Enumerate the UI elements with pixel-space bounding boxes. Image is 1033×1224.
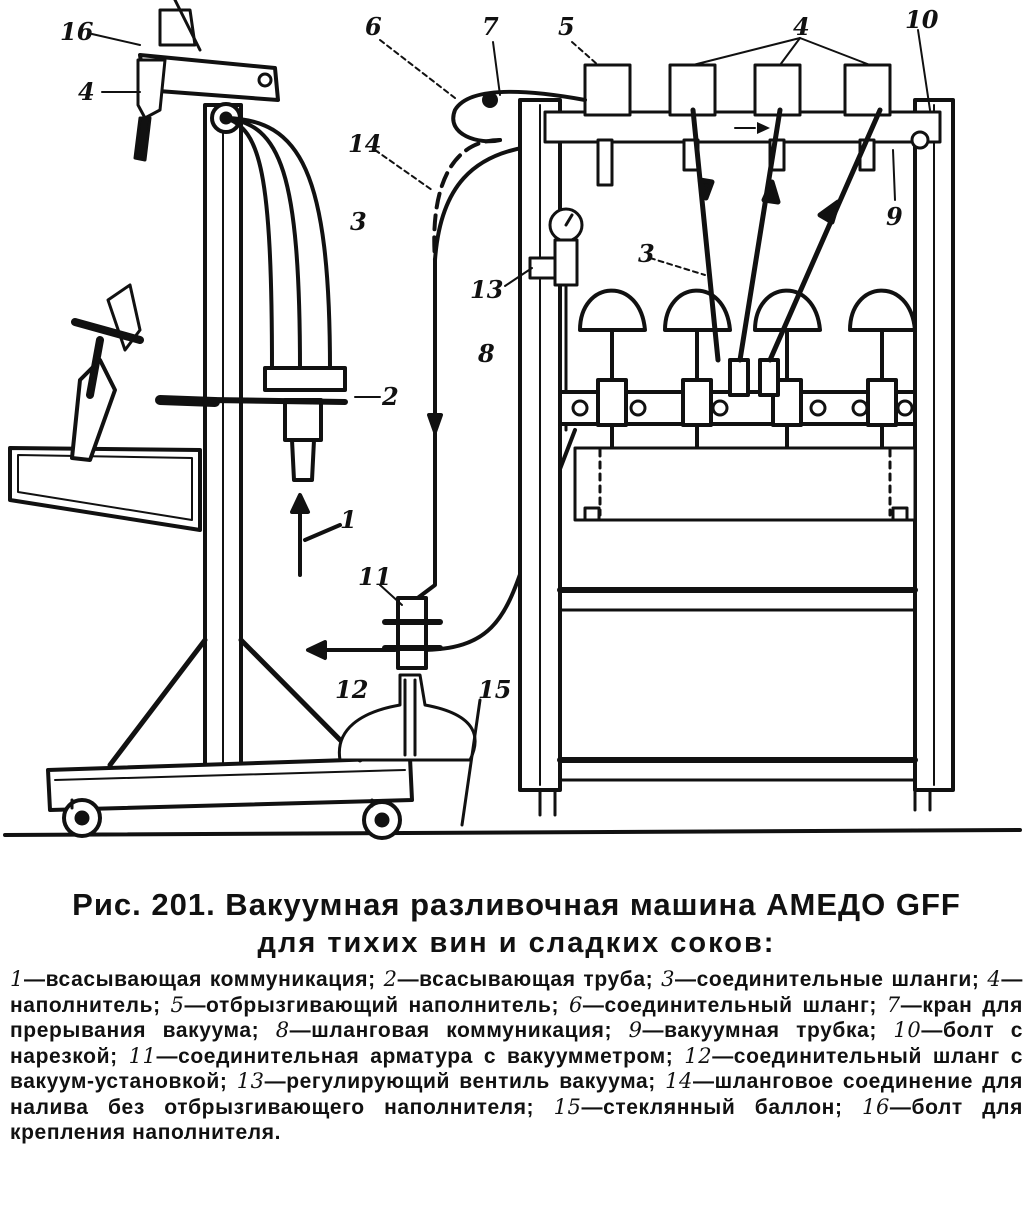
top-arm [133,0,280,162]
legend-item: 14—шланговое соединение для налива без о… [10,1069,1023,1119]
bottle-tray [8,395,220,532]
part-labels: 16 4 6 7 5 4 10 14 3 3 9 13 8 2 1 11 12 … [60,5,939,704]
label-6: 6 [365,12,382,41]
legend-item: 16—болт для крепления наполнителя. [10,1094,1023,1145]
label-16: 16 [60,17,94,46]
legend-item-number: 10 [893,1018,922,1042]
floor-line [3,828,1022,837]
label-3-right: 3 [638,239,655,268]
label-2: 2 [381,382,399,411]
legend-item-text: —соединительный шланг; [582,993,887,1017]
legend-item: 12—соединительный шланг с вакуум-установ… [10,1043,1023,1094]
legend-item-number: 2 [383,967,398,991]
legend-item-number: 12 [684,1043,713,1068]
legend-item-text: —всасывающая труба; [397,968,662,991]
legend-item-number: 6 [568,992,583,1017]
hose-lines [306,138,577,670]
legend-item: 10—болт с нарезкой; [10,1018,1023,1068]
label-4-right: 4 [793,12,810,41]
legend-item: 13—регулирующий вентиль вакуума; [236,1069,666,1093]
legend-item-text: —вакуумная трубка; [642,1019,894,1042]
figure-caption: Рис. 201. Вакуумная разливочная машина А… [10,885,1023,1146]
label-15: 15 [478,675,511,704]
legend-item: 8—шланговая коммуникация; [275,1018,629,1042]
left-hoses [207,116,348,482]
legend-item-number: 15 [553,1094,582,1119]
legend-item-text: —отбрызгивающий наполнитель; [184,993,569,1017]
caption-title: Рис. 201. Вакуумная разливочная машина А… [72,887,961,922]
legend-item-number: 13 [236,1069,265,1093]
label-12: 12 [335,675,368,704]
label-3-left: 3 [350,207,367,236]
legend-item: 6—соединительный шланг; [568,992,887,1017]
hose-6 [451,89,587,144]
legend-item: 7—кран для прерывания вакуума; [10,992,1023,1043]
legend-item-number: 11 [128,1043,157,1068]
legend-item-text: —стеклянный баллон; [581,1095,862,1119]
legend-item-number: 14 [665,1069,694,1093]
legend-item: 5—отбрызгивающий наполнитель; [170,992,569,1017]
legend-item-number: 8 [275,1018,290,1042]
label-7: 7 [482,12,499,41]
label-5: 5 [558,12,575,41]
legend-item-number: 7 [886,992,901,1017]
legend-item: 9—вакуумная трубка; [628,1018,894,1042]
legend-item-number: 5 [170,992,185,1017]
label-10: 10 [905,5,939,34]
caption-legend: 1—всасывающая коммуникация; 2—всасывающа… [10,967,1023,1146]
legend-item-text: —кран для прерывания вакуума; [10,993,1023,1043]
legend-item-text: —болт с нарезкой; [10,1019,1023,1068]
glass-bottle [337,673,482,827]
label-9: 9 [886,202,903,231]
left-stand [46,103,414,840]
legend-item-number: 16 [861,1094,890,1119]
machine-diagram: 16 4 6 7 5 4 10 14 3 3 9 13 8 2 1 11 12 … [3,0,1022,840]
legend-item-number: 4 [987,967,1002,991]
legend-item: 4—наполнитель; [10,967,1023,1017]
leader-lines [91,29,931,606]
tilted-bottle [70,283,144,462]
legend-item: 2—всасывающая труба; [383,967,662,991]
legend-item-text: —всасывающая коммуникация; [23,968,384,991]
legend-item-text: —шланговая коммуникация; [289,1019,629,1042]
legend-item-text: —болт для крепления наполнителя. [10,1095,1023,1145]
legend-item: 11—соединительная арматура с вакуумметро… [128,1043,685,1068]
right-hoses [690,107,883,363]
legend-item-number: 9 [628,1018,643,1042]
label-8: 8 [477,339,495,368]
legend-item-text: —шланговое соединение для налива без отб… [10,1070,1023,1119]
label-4-left: 4 [78,77,95,106]
arrow-1 [290,493,342,577]
label-11: 11 [358,562,391,591]
legend-item-text: —соединительная арматура с вакуумметром; [156,1044,685,1068]
label-1: 1 [340,505,357,534]
legend-item-text: —наполнитель; [10,968,1023,1017]
legend-item-text: —регулирующий вентиль вакуума; [264,1070,666,1093]
label-13: 13 [470,275,503,304]
legend-item-text: —соединительный шланг с вакуум-установко… [10,1044,1023,1094]
caption-subtitle: для тихих вин и сладких соков: [257,927,776,959]
label-14: 14 [348,129,381,158]
legend-item: 3—соединительные шланги; [661,967,988,991]
lower-tray [573,446,917,522]
legend-item: 1—всасывающая коммуникация; [10,967,384,991]
legend-item-number: 1 [10,967,24,991]
legend-item: 15—стеклянный баллон; [553,1094,862,1119]
legend-item-number: 3 [661,967,676,991]
legend-item-text: —соединительные шланги; [675,968,988,991]
